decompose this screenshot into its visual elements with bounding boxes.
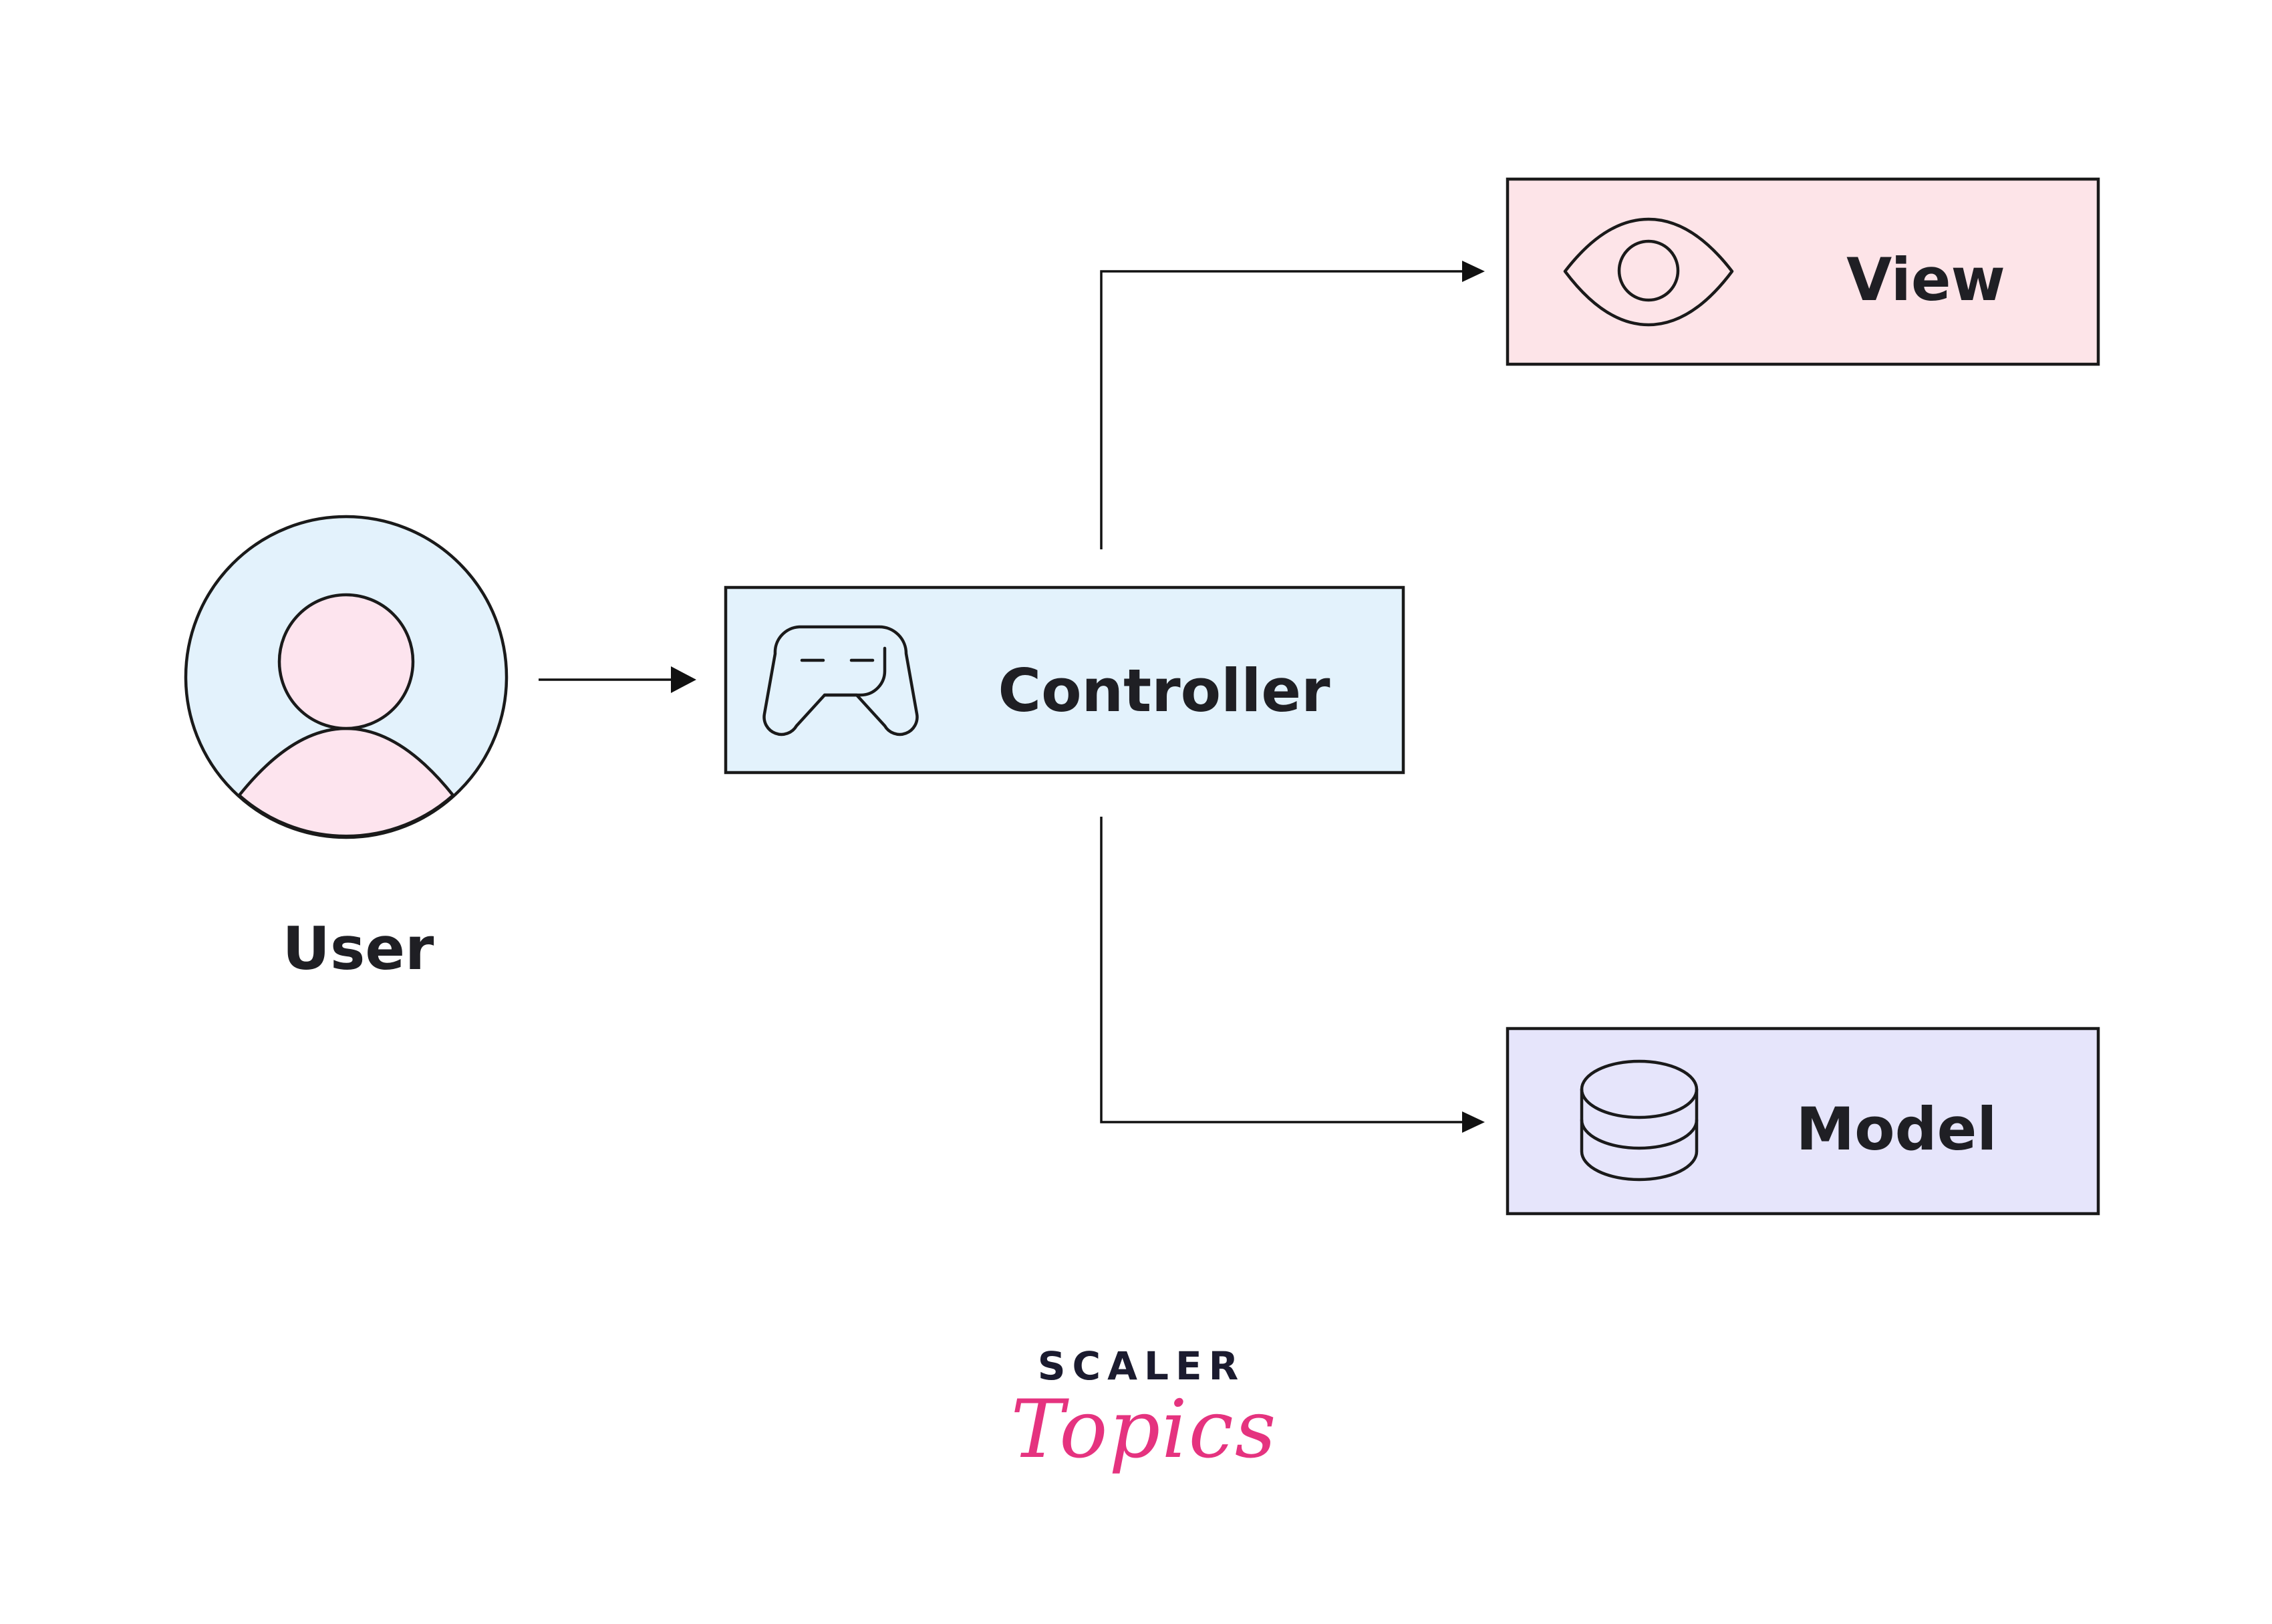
- controller-label: Controller: [998, 656, 1330, 725]
- view-label: View: [1846, 245, 2005, 314]
- arrowhead: [1462, 261, 1485, 282]
- view-node: View: [1506, 177, 2100, 366]
- logo-line1: SCALER: [1038, 1343, 1245, 1389]
- controller-box: [724, 585, 1405, 775]
- edge-user-controller: [539, 666, 696, 693]
- scaler-topics-logo: SCALER Topics: [1011, 1343, 1278, 1476]
- gamepad-icon: [762, 625, 919, 736]
- edge-controller-model: [1100, 817, 1485, 1133]
- arrowhead: [1462, 1111, 1485, 1133]
- model-node: Model: [1506, 1027, 2100, 1216]
- user-icon: [184, 515, 509, 839]
- database-icon: [1580, 1059, 1699, 1182]
- user-label: User: [283, 914, 435, 983]
- logo-line2: Topics: [1011, 1383, 1278, 1476]
- arrowhead: [671, 666, 696, 693]
- model-label: Model: [1796, 1095, 1997, 1164]
- user-avatar-body: [237, 726, 455, 838]
- eye-icon: [1563, 217, 1734, 327]
- edge-controller-view: [1100, 261, 1485, 549]
- model-box: [1506, 1027, 2100, 1216]
- user-node: User: [184, 515, 509, 983]
- view-box: [1506, 177, 2100, 366]
- controller-node: Controller: [724, 585, 1405, 775]
- user-avatar-head: [277, 593, 415, 730]
